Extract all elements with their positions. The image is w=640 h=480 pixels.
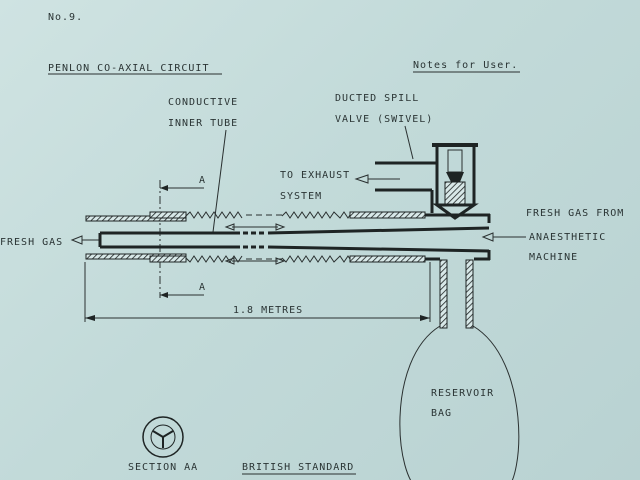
reservoir-bag — [399, 325, 520, 480]
dimension-arrowhead-right — [420, 315, 430, 321]
label-conductive-1: CONDUCTIVE — [168, 97, 238, 108]
bag-neck — [439, 259, 474, 329]
label-conductive-2: INNER TUBE — [168, 118, 238, 129]
section-arrowhead-bottom — [160, 292, 168, 298]
conductive-leader — [212, 129, 227, 233]
bag-label-1: RESERVOIR — [431, 388, 494, 399]
conductive-inner-tube — [98, 226, 490, 253]
left-connector — [85, 211, 187, 263]
page-number: No.9. — [48, 12, 83, 23]
flow-arrows-icon — [224, 223, 286, 265]
length-label: 1.8 METRES — [233, 305, 303, 316]
label-fresh-gas: FRESH GAS — [0, 237, 63, 248]
bag-label-2: BAG — [431, 408, 452, 419]
dimension-arrowhead-left — [85, 315, 95, 321]
fresh-gas-out-arrow-icon — [70, 235, 100, 245]
section-caption: SECTION AA — [128, 462, 198, 473]
section-label-bottom: A — [199, 282, 206, 293]
standard-label: BRITISH STANDARD — [242, 462, 354, 473]
notes-heading: Notes for User. — [413, 60, 518, 71]
spill-valve — [375, 143, 479, 220]
valve-leader — [404, 125, 414, 160]
fresh-gas-in-arrow-icon — [481, 232, 526, 242]
label-valve-1: DUCTED SPILL — [335, 93, 419, 104]
label-from-2: ANAESTHETIC — [529, 232, 606, 243]
section-label-top: A — [199, 175, 206, 186]
section-arrowhead-top — [160, 185, 168, 191]
diagram-title: PENLON CO-AXIAL CIRCUIT — [48, 63, 209, 74]
exhaust-arrow-icon — [354, 174, 400, 184]
label-exhaust-1: TO EXHAUST — [280, 170, 350, 181]
right-connector — [349, 211, 491, 263]
label-from-3: MACHINE — [529, 252, 578, 263]
label-exhaust-2: SYSTEM — [280, 191, 322, 202]
label-from-1: FRESH GAS FROM — [526, 208, 624, 219]
corrugated-outer-tube — [185, 211, 353, 263]
label-valve-2: VALVE (SWIVEL) — [335, 114, 433, 125]
section-aa-icon — [142, 416, 184, 458]
